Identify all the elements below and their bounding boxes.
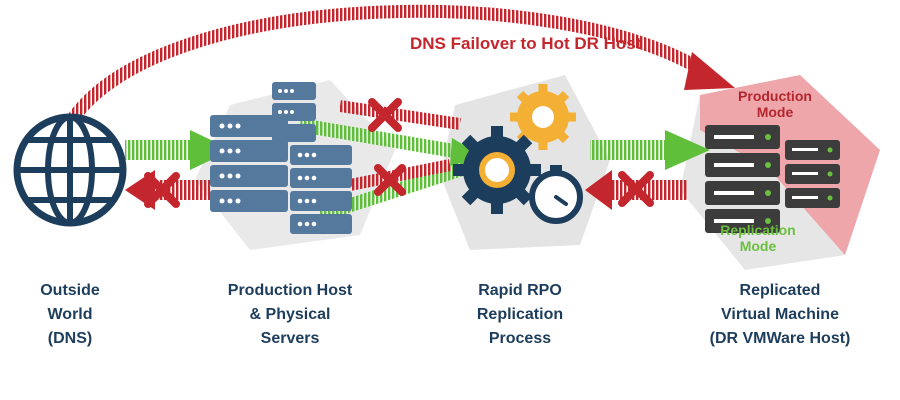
server-stack-icon: [705, 125, 780, 233]
replicated-vm-label: Replicated Virtual Machine (DR VMWare Ho…: [670, 279, 890, 351]
stage-label-line: (DNS): [47, 330, 93, 347]
blocked-x-icon: [374, 164, 406, 196]
stage-label-line: Production Host: [227, 282, 353, 299]
gear-icon: [510, 84, 576, 150]
stage-label-line: Replication: [476, 306, 564, 323]
flow-gears-arrowhead: [665, 130, 710, 170]
flow-globe-to-servers: [125, 140, 195, 160]
stage-label-line: Outside: [40, 282, 100, 299]
stage-label-line: World: [47, 306, 93, 323]
stage-label-line: Rapid RPO: [478, 282, 562, 299]
server-stack-icon: [785, 140, 840, 208]
flow-server-top-arrowhead: [450, 138, 482, 166]
blocked-x-icon: [368, 98, 402, 132]
blocked-x-icon: [144, 172, 180, 208]
replication-mode-line: Replication: [720, 222, 796, 238]
blocked-flow-vm-arrowhead: [585, 170, 612, 210]
flow-gears-to-vm: [590, 140, 668, 160]
dns-failover-arc: [66, 4, 709, 124]
gear-icon: [453, 126, 541, 214]
production-mode-line: Production: [738, 88, 812, 104]
stage-label-line: (DR VMWare Host): [709, 330, 851, 347]
failover-title: DNS Failover to Hot DR Host: [410, 34, 642, 53]
server-stack-icon: [290, 145, 352, 234]
stage-label-line: Virtual Machine: [721, 306, 839, 323]
production-mode-line: Mode: [756, 104, 794, 120]
blocked-flow-top: [339, 100, 461, 130]
globe-icon: [13, 113, 127, 227]
outside-world-label: Outside World (DNS): [10, 279, 130, 351]
stage-label-line: Replicated: [739, 282, 821, 299]
replication-process-label: Rapid RPO Replication Process: [445, 279, 595, 351]
flow-server-to-gears-top: [298, 118, 462, 159]
failover-arrowhead: [684, 52, 735, 90]
stage-label-line: Process: [488, 330, 552, 347]
stage-label-line: & Physical: [249, 306, 331, 323]
blocked-x-icon: [618, 171, 654, 207]
stopwatch-icon: [529, 165, 583, 224]
replication-mode-label: Replication Mode: [708, 222, 808, 254]
production-host-label: Production Host & Physical Servers: [200, 279, 380, 351]
stage-label-line: Servers: [260, 330, 320, 347]
production-mode-label: Production Mode: [725, 88, 825, 120]
server-stack-icon: [210, 115, 288, 212]
replication-mode-line: Mode: [739, 238, 777, 254]
